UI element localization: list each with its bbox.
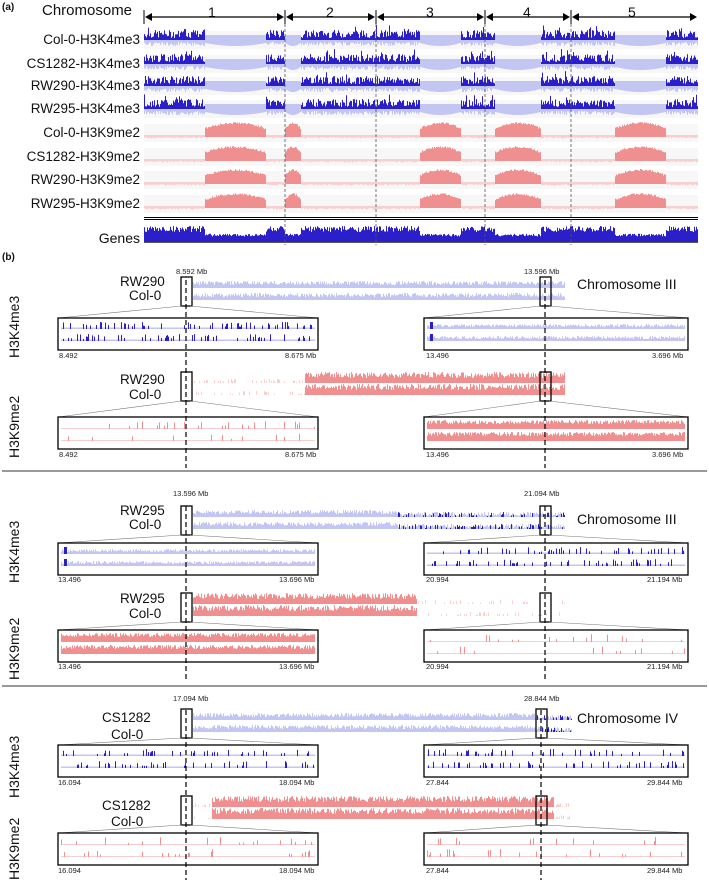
block-3-graphics (58, 709, 688, 880)
zoom-connector (58, 738, 182, 745)
zoom-connector (549, 401, 688, 417)
zoom-connector (424, 825, 537, 833)
zoom-connector (190, 622, 318, 630)
zoom-connector (545, 738, 688, 745)
block3-h3k9-left-zoom (58, 833, 318, 865)
zoom-connector (58, 535, 182, 543)
block1-h3k9-left-zoom (58, 417, 318, 449)
zoom-connector (190, 401, 318, 417)
zoom-connector (424, 401, 541, 417)
zoom-connector (549, 622, 688, 630)
block1-h3k4-right-zoom (424, 318, 688, 350)
zoom-connector (58, 306, 182, 318)
block3-h3k4-chromosome-track (193, 713, 572, 732)
block3-h3k4-right-zoom (424, 745, 688, 777)
zoom-connector (424, 738, 537, 745)
block2-h3k9-chromosome-track (193, 593, 565, 616)
block1-h3k4-chromosome-track (193, 281, 565, 300)
zoom-connector (58, 622, 182, 630)
zoom-connector (424, 535, 541, 543)
block3-h3k9-right-zoom (424, 833, 688, 865)
zoom-connector (190, 306, 318, 318)
zoom-connector (58, 825, 182, 833)
zoom-connector (549, 306, 688, 318)
zoom-connector (190, 738, 318, 745)
block-1-graphics (58, 277, 688, 468)
zoom-connector (424, 306, 541, 318)
zoom-connector (424, 622, 541, 630)
zoom-connector (549, 535, 688, 543)
block3-h3k9-chromosome-track (193, 796, 570, 819)
zoom-connector (190, 825, 318, 833)
block2-h3k4-chromosome-track (193, 510, 565, 529)
block2-h3k4-left-zoom (58, 543, 318, 575)
block-2-graphics (58, 506, 688, 682)
block1-h3k9-chromosome-track (194, 372, 565, 395)
block2-h3k4-right-zoom (424, 543, 688, 575)
block2-h3k9-right-zoom (424, 630, 688, 662)
block3-h3k4-left-zoom (58, 745, 318, 777)
zoom-connector (190, 535, 318, 543)
zoom-connector (545, 825, 688, 833)
zoom-connector (58, 401, 182, 417)
